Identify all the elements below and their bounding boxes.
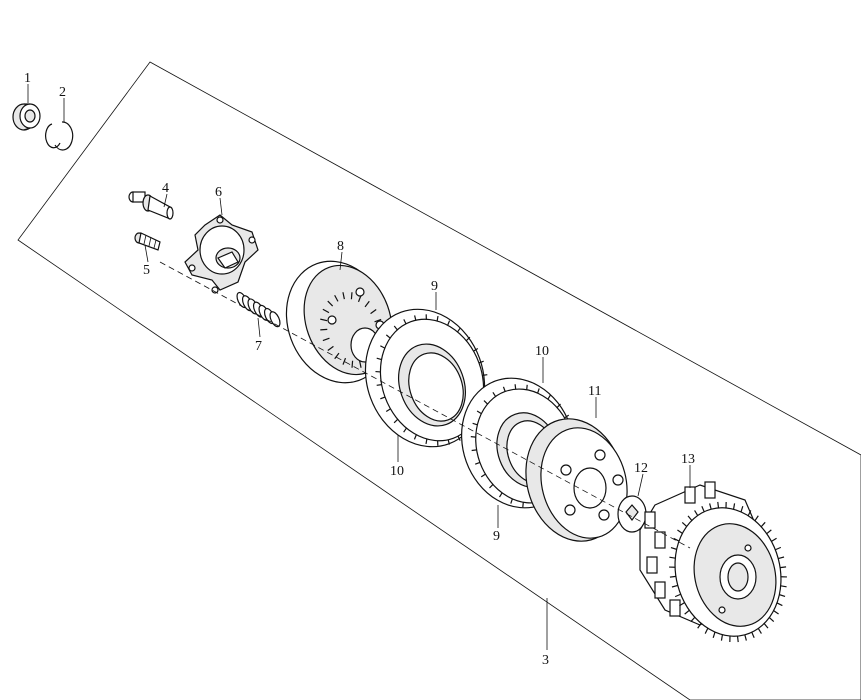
bearing-part bbox=[12, 103, 41, 131]
clutch-center-part bbox=[525, 418, 628, 542]
circlip-part bbox=[45, 121, 74, 151]
callout-10-lower: 10 bbox=[390, 464, 404, 479]
callout-11: 11 bbox=[588, 384, 601, 399]
callout-8: 8 bbox=[337, 239, 344, 254]
pressure-plate-part bbox=[285, 260, 393, 384]
callout-3: 3 bbox=[542, 653, 549, 668]
callout-6: 6 bbox=[215, 185, 222, 200]
callout-5: 5 bbox=[143, 263, 150, 278]
callout-2: 2 bbox=[59, 85, 66, 100]
callout-9-upper: 9 bbox=[431, 279, 438, 294]
pin-bolt-part bbox=[128, 191, 174, 220]
screw-part bbox=[134, 232, 161, 251]
leader-lines bbox=[27, 84, 691, 650]
clutch-outer-part bbox=[639, 481, 787, 643]
callout-9-lower: 9 bbox=[493, 529, 500, 544]
spring-part bbox=[236, 291, 281, 328]
callout-4: 4 bbox=[162, 181, 169, 196]
callout-1: 1 bbox=[24, 71, 31, 86]
friction-disc-part-upper bbox=[364, 308, 489, 448]
lifter-plate-part bbox=[184, 214, 259, 294]
callout-10-upper: 10 bbox=[535, 344, 549, 359]
callout-13: 13 bbox=[681, 452, 695, 467]
assembly-outline bbox=[17, 61, 861, 700]
callout-12: 12 bbox=[634, 461, 648, 476]
callout-7: 7 bbox=[255, 339, 262, 354]
assembly-axis-line bbox=[159, 261, 691, 549]
